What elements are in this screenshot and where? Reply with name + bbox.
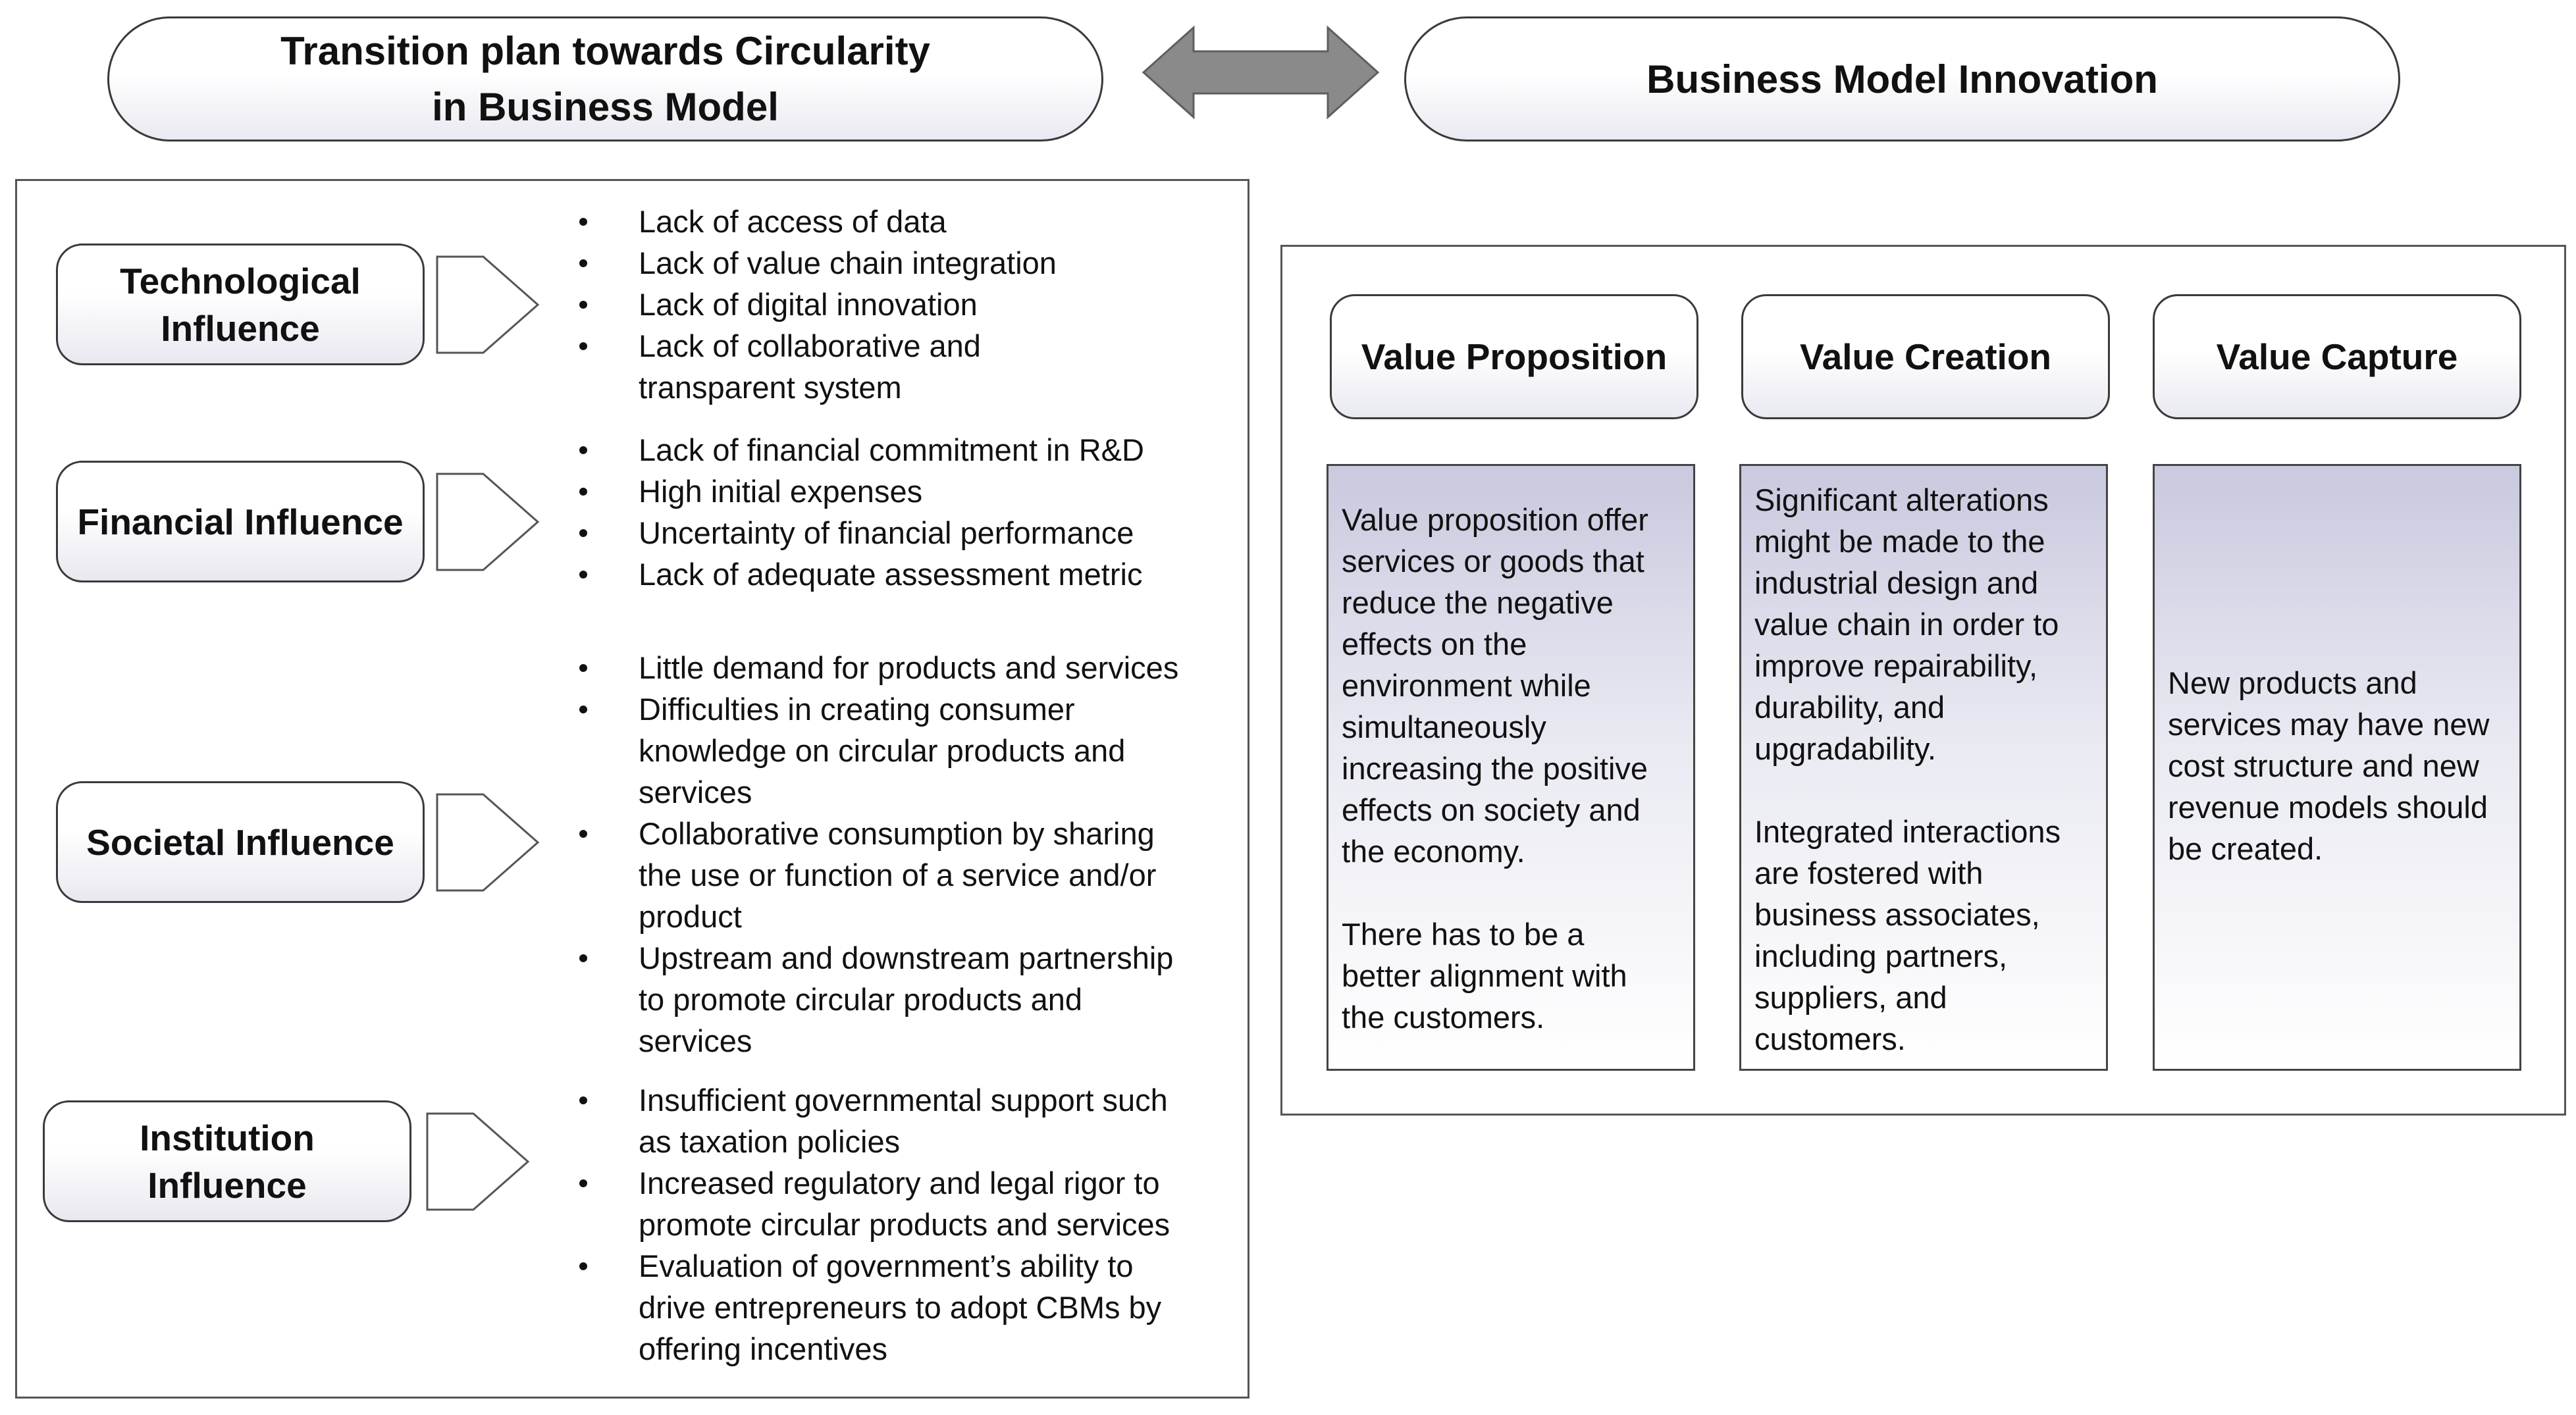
financial-arrow-icon bbox=[436, 473, 540, 571]
list-item: Lack of adequate assessment metric bbox=[573, 553, 1244, 595]
value-creation-paragraph-1: Significant alterations might be made to… bbox=[1754, 482, 2059, 766]
transition-plan-title-line-1: Transition plan towards Circularity bbox=[280, 29, 930, 73]
list-item: Lack of digital innovation bbox=[573, 284, 1244, 325]
societal-arrow-icon bbox=[436, 793, 540, 892]
technological-influence-label-line-1: Technological bbox=[120, 260, 361, 301]
technological-influence-box: Technological Influence bbox=[56, 244, 425, 365]
list-item: Lack of access of data bbox=[573, 201, 1244, 242]
value-proposition-description: Value proposition offer services or good… bbox=[1327, 464, 1695, 1071]
value-proposition-title: Value Proposition bbox=[1361, 336, 1668, 377]
institution-arrow-icon bbox=[426, 1112, 530, 1211]
business-model-innovation-title: Business Model Innovation bbox=[1646, 57, 2158, 101]
transition-plan-title-line-2: in Business Model bbox=[432, 85, 779, 129]
societal-influence-label: Societal Influence bbox=[86, 821, 394, 863]
technological-arrow-icon bbox=[436, 255, 540, 354]
value-proposition-paragraph-1: Value proposition offer services or good… bbox=[1342, 502, 1648, 869]
double-arrow-icon bbox=[1142, 25, 1379, 120]
value-capture-paragraph-1: New products and services may have new c… bbox=[2168, 665, 2490, 866]
list-item: Lack of value chain integration bbox=[573, 242, 1244, 284]
societal-influence-box: Societal Influence bbox=[56, 781, 425, 903]
financial-influence-box: Financial Influence bbox=[56, 461, 425, 582]
value-capture-title: Value Capture bbox=[2216, 336, 2458, 377]
list-item: Little demand for products and services bbox=[573, 647, 1244, 688]
financial-influence-label: Financial Influence bbox=[77, 501, 404, 542]
transition-plan-title-box: Transition plan towards Circularity in B… bbox=[107, 16, 1103, 142]
value-creation-box: Value Creation bbox=[1741, 294, 2110, 419]
list-item: High initial expenses bbox=[573, 471, 1244, 512]
financial-bullet-list: Lack of financial commitment in R&D High… bbox=[573, 429, 1244, 595]
list-item: Lack of financial commitment in R&D bbox=[573, 429, 1244, 471]
value-capture-box: Value Capture bbox=[2153, 294, 2521, 419]
value-capture-description: New products and services may have new c… bbox=[2153, 464, 2521, 1071]
technological-bullet-list: Lack of access of data Lack of value cha… bbox=[573, 201, 1244, 408]
transition-plan-title: Transition plan towards Circularity in B… bbox=[280, 23, 930, 135]
technological-influence-label-line-2: Influence bbox=[161, 307, 320, 349]
societal-bullet-list: Little demand for products and services … bbox=[573, 647, 1244, 1062]
value-creation-title: Value Creation bbox=[1799, 336, 2052, 377]
value-creation-description: Significant alterations might be made to… bbox=[1739, 464, 2108, 1071]
value-proposition-box: Value Proposition bbox=[1330, 294, 1698, 419]
institution-influence-label-line-1: Institution bbox=[140, 1117, 315, 1158]
list-item: Uncertainty of financial performance bbox=[573, 512, 1244, 553]
institution-influence-label-line-2: Influence bbox=[147, 1164, 307, 1206]
value-proposition-paragraph-2: There has to be a better alignment with … bbox=[1342, 917, 1627, 1035]
institution-influence-box: Institution Influence bbox=[43, 1100, 411, 1222]
business-model-innovation-title-box: Business Model Innovation bbox=[1404, 16, 2400, 142]
value-creation-paragraph-2: Integrated interactions are fostered wit… bbox=[1754, 814, 2061, 1056]
